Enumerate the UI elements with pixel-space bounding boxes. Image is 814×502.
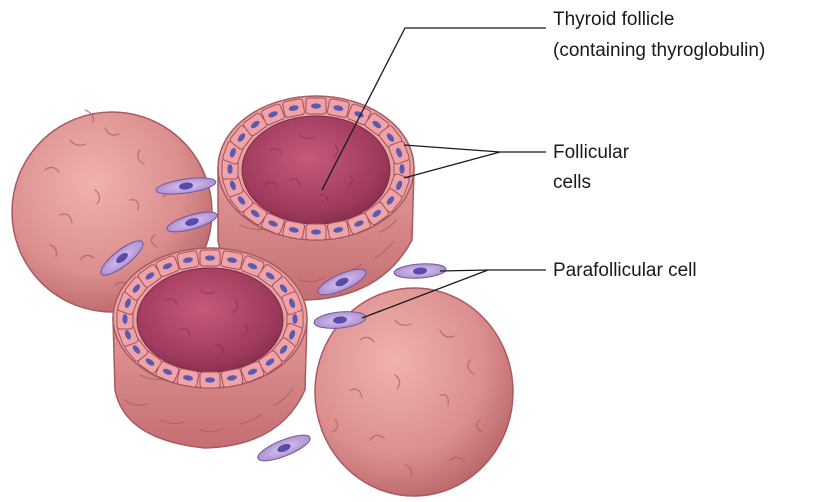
follicular-cell bbox=[282, 98, 305, 118]
labels: Thyroid follicle (containing thyroglobul… bbox=[553, 9, 765, 281]
follicle-open-lower bbox=[113, 248, 307, 448]
label-thyroid-follicle-line1: Thyroid follicle bbox=[553, 9, 674, 30]
label-follicular-cells-line2: cells bbox=[553, 172, 591, 193]
follicular-cell bbox=[327, 220, 350, 240]
follicular-cell bbox=[200, 372, 220, 388]
follicular-cell bbox=[200, 250, 220, 266]
parafollicular-cell bbox=[394, 262, 447, 280]
follicular-cell bbox=[306, 224, 326, 240]
parafollicular-cell bbox=[255, 430, 313, 466]
follicular-cell bbox=[282, 220, 305, 240]
label-thyroid-follicle-line2: (containing thyroglobulin) bbox=[553, 40, 765, 61]
follicular-cell bbox=[327, 98, 350, 118]
label-follicular-cells-line1: Follicular bbox=[553, 142, 630, 163]
follicular-cell bbox=[221, 368, 244, 387]
follicular-cell bbox=[177, 250, 200, 269]
follicular-cell bbox=[306, 98, 326, 114]
follicular-cell bbox=[221, 250, 244, 269]
follicular-cell bbox=[177, 368, 200, 387]
leader-follicular-cells bbox=[404, 145, 546, 178]
label-parafollicular-cell: Parafollicular cell bbox=[553, 260, 697, 281]
